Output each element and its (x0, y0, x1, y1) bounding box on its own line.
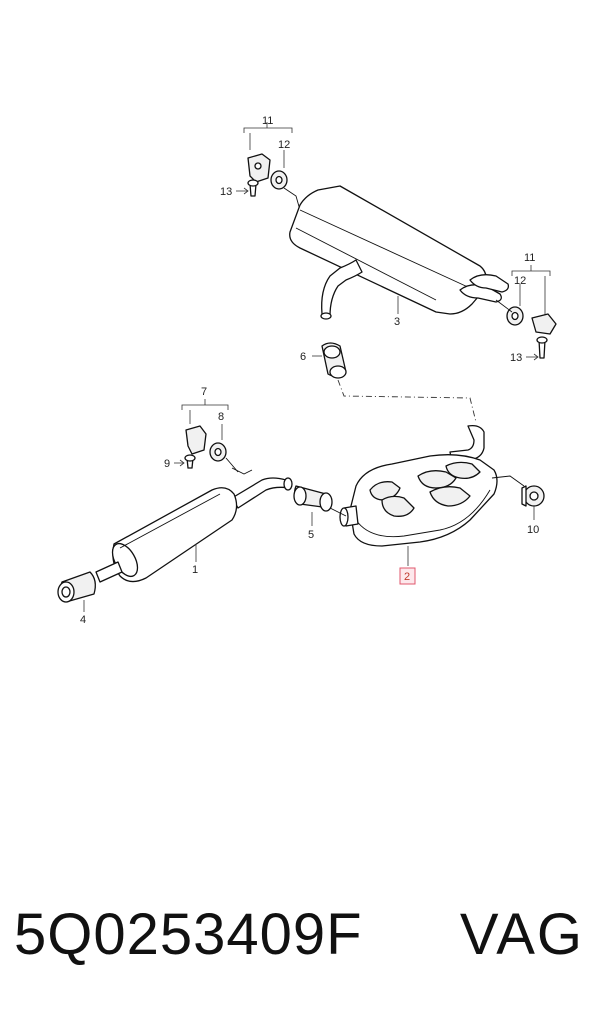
rubber-mount-10 (521, 485, 545, 520)
mount-group-front (174, 399, 239, 473)
pipe-clamp-upper (312, 342, 347, 379)
callout-6: 6 (300, 351, 306, 363)
rubber-hanger-bracket (531, 313, 557, 335)
callout-3: 3 (394, 316, 400, 328)
pipe-clamp-middle (293, 485, 347, 526)
callout-9: 9 (164, 458, 170, 470)
rear-silencer-inlet-pipe (321, 259, 363, 317)
callout-13-right: 13 (510, 352, 522, 364)
mount-group-right (495, 265, 557, 361)
callout-10: 10 (527, 524, 539, 536)
brand-label: VAG (459, 902, 584, 967)
callout-8: 8 (218, 411, 224, 423)
rear-silencer-assembly (283, 185, 510, 320)
exhaust-system-diagram: 11 12 13 11 12 13 3 6 7 8 9 10 5 1 4 2 (57, 115, 557, 626)
callout-7: 7 (201, 386, 207, 398)
pipe-clamp-front (57, 571, 96, 612)
callout-11-top: 11 (262, 115, 273, 127)
front-silencer-assembly (95, 467, 293, 583)
callout-12-right: 12 (514, 275, 526, 287)
connection-line (337, 379, 477, 423)
rubber-hanger-bracket (185, 425, 207, 455)
callout-11-right: 11 (524, 252, 535, 264)
callout-2-highlighted: 2 (404, 571, 410, 583)
center-silencer-assembly (339, 424, 525, 566)
callout-12-top: 12 (278, 139, 290, 151)
part-number: 5Q0253409F (14, 902, 363, 967)
callout-5: 5 (308, 529, 314, 541)
footer: 5Q0253409F VAG (0, 880, 600, 990)
callout-4: 4 (80, 614, 86, 626)
callout-13-top: 13 (220, 186, 232, 198)
highlight-box-2 (399, 567, 416, 585)
callout-1: 1 (192, 564, 198, 576)
mount-group-top-left (236, 122, 293, 197)
